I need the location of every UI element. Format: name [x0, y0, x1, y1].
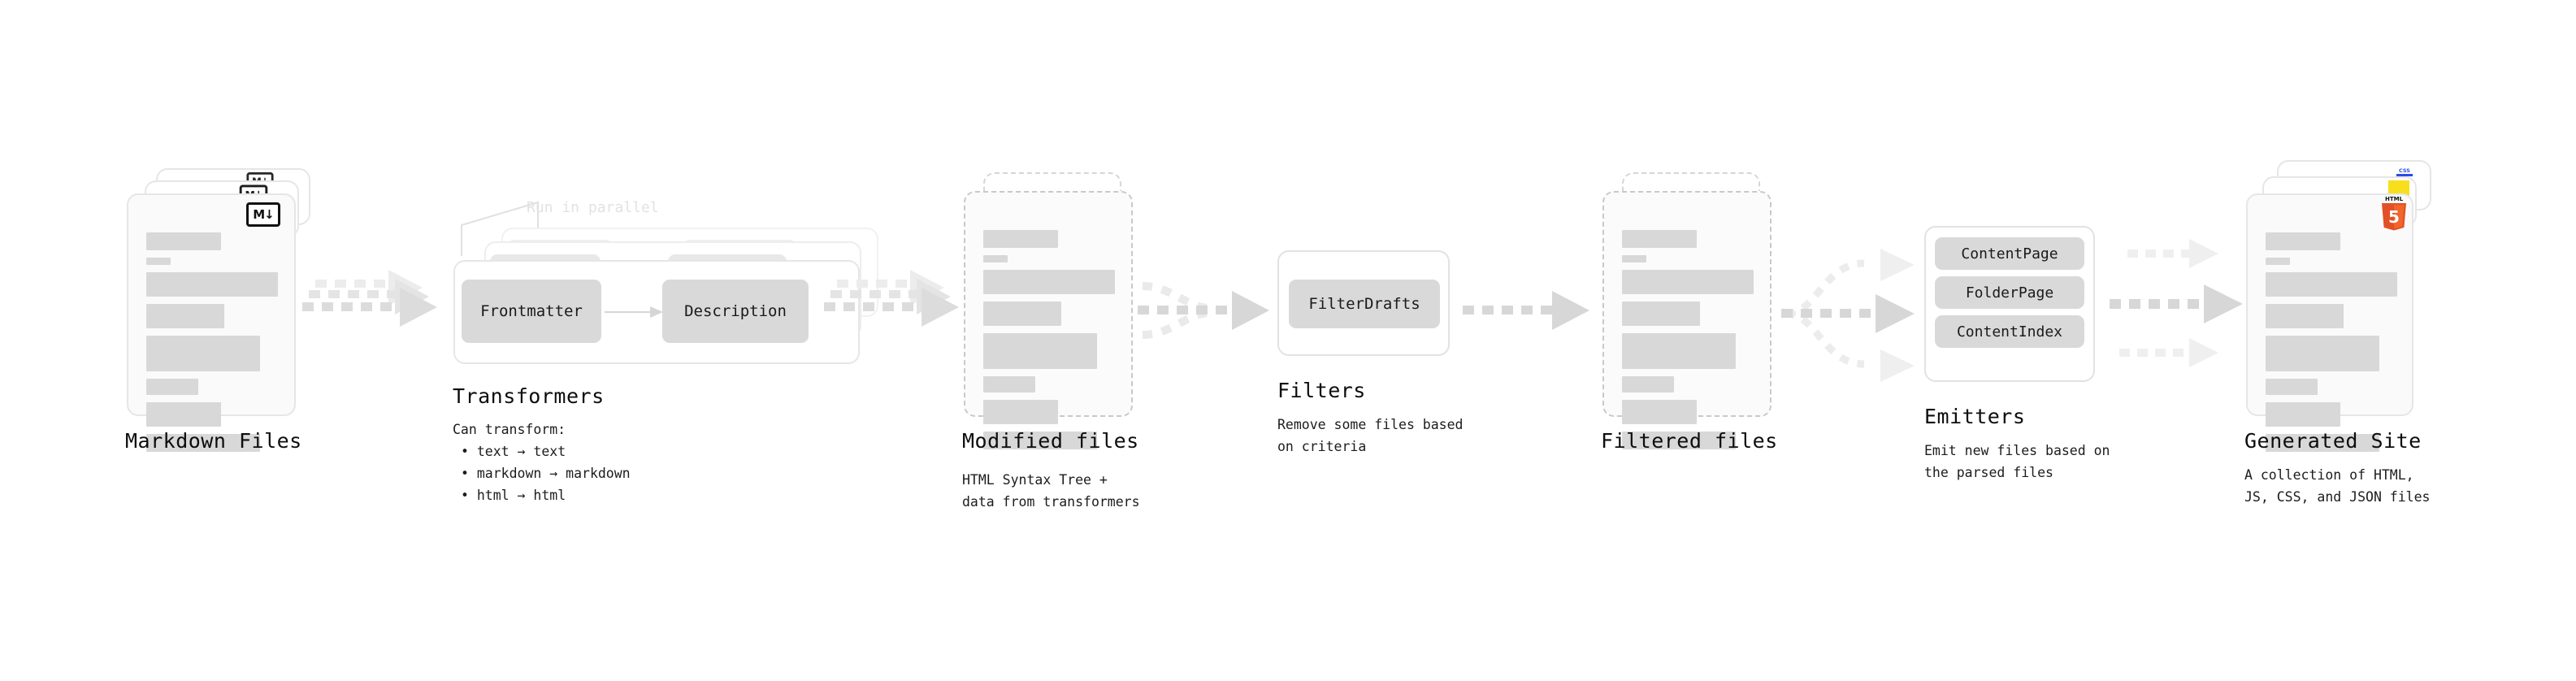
markdown-icon-label: M↓ — [253, 206, 274, 222]
markdown-file-card-front — [127, 193, 296, 452]
stage-title-generated-site: Generated Site — [2244, 429, 2422, 453]
emitter-chip-folderpage[interactable]: FolderPage — [1935, 276, 2084, 309]
skeleton-bar — [146, 336, 260, 371]
transformers-bullet-2: • html → html — [461, 488, 566, 503]
skeleton-bar — [983, 230, 1058, 248]
skeleton-bar — [983, 333, 1097, 369]
stage-title-filters: Filters — [1277, 379, 1366, 402]
js-icon — [2388, 180, 2409, 197]
stage-title-modified-files: Modified files — [962, 429, 1139, 453]
modified-file-skeleton — [983, 230, 1115, 457]
emitter-chip-contentpage[interactable]: ContentPage — [1935, 237, 2084, 270]
stage-title-markdown-files: Markdown Files — [125, 429, 302, 453]
css-icon: CSS — [2396, 167, 2413, 176]
skeleton-bar — [2266, 402, 2340, 427]
skeleton-bar — [2266, 272, 2397, 297]
stage-subtitle-generated-site: A collection of HTML, JS, CSS, and JSON … — [2244, 467, 2431, 505]
arrow-modified-to-filters — [1138, 282, 1269, 339]
run-in-parallel-leader-line — [461, 201, 539, 256]
html5-icon-wordmark: HTML — [2385, 196, 2404, 202]
arrow-transformers-to-modified — [824, 270, 959, 327]
arrow-emitters-to-site — [2110, 239, 2243, 367]
stage-title-emitters: Emitters — [1924, 405, 2026, 428]
transformers-bullet-1: • markdown → markdown — [461, 466, 631, 481]
stage-subtitle-transformers: Can transform: — [453, 422, 566, 437]
generated-file-card-html — [2246, 193, 2413, 452]
emitter-chip-contentindex[interactable]: ContentIndex — [1935, 315, 2084, 348]
stage-title-filtered-files: Filtered files — [1601, 429, 1778, 453]
skeleton-bar — [983, 376, 1035, 393]
skeleton-bar — [146, 402, 221, 427]
svg-text:CSS: CSS — [2399, 167, 2410, 174]
markdown-file-skeleton — [146, 232, 278, 459]
skeleton-bar — [146, 434, 260, 452]
transformer-arrow-front — [605, 306, 663, 318]
modified-file-card-front — [964, 191, 1133, 449]
filter-chip-filterdrafts[interactable]: FilterDrafts — [1289, 280, 1440, 328]
run-in-parallel-label: Run in parallel — [527, 199, 659, 216]
skeleton-bar — [146, 272, 278, 297]
skeleton-bar — [1622, 432, 1736, 449]
skeleton-bar — [2266, 336, 2379, 371]
skeleton-bar — [1622, 333, 1736, 369]
skeleton-bar — [2266, 232, 2340, 250]
skeleton-bar — [146, 379, 198, 395]
skeleton-bar — [983, 432, 1097, 449]
transformer-chip-frontmatter[interactable]: Frontmatter — [462, 280, 601, 343]
skeleton-bar — [1622, 270, 1754, 294]
filtered-file-skeleton — [1622, 230, 1754, 457]
skeleton-bar — [1622, 255, 1646, 262]
arrow-markdown-to-transformers — [302, 270, 437, 327]
stage-subtitle-emitters: Emit new files based on the parsed files — [1924, 443, 2110, 480]
skeleton-bar — [1622, 376, 1674, 393]
skeleton-bar — [2266, 304, 2344, 328]
skeleton-bar — [146, 258, 171, 265]
skeleton-bar — [983, 400, 1058, 424]
arrow-filters-to-filtered — [1463, 291, 1589, 330]
arrow-filtered-to-emitters — [1781, 249, 1915, 382]
stage-title-transformers: Transformers — [453, 384, 605, 408]
skeleton-bar — [2266, 379, 2318, 395]
markdown-icon: M↓ — [246, 202, 280, 227]
stage-subtitle-modified-files: HTML Syntax Tree + data from transformer… — [962, 472, 1140, 510]
skeleton-bar — [146, 304, 224, 328]
skeleton-bar — [1622, 400, 1697, 424]
skeleton-bar — [1622, 301, 1700, 326]
html5-icon-digit: 5 — [2388, 207, 2400, 227]
skeleton-bar — [983, 301, 1061, 326]
skeleton-bar — [983, 270, 1115, 294]
skeleton-bar — [1622, 230, 1697, 248]
html5-icon: HTML 5 — [2382, 196, 2406, 231]
generated-file-skeleton — [2266, 232, 2397, 459]
skeleton-bar — [2266, 258, 2290, 265]
skeleton-bar — [146, 232, 221, 250]
filtered-file-card-front — [1602, 191, 1772, 449]
skeleton-bar — [2266, 434, 2379, 452]
transformer-chip-description[interactable]: Description — [662, 280, 809, 343]
transformers-bullet-0: • text → text — [461, 444, 566, 459]
skeleton-bar — [983, 255, 1008, 262]
stage-subtitle-filters: Remove some files based on criteria — [1277, 417, 1464, 454]
